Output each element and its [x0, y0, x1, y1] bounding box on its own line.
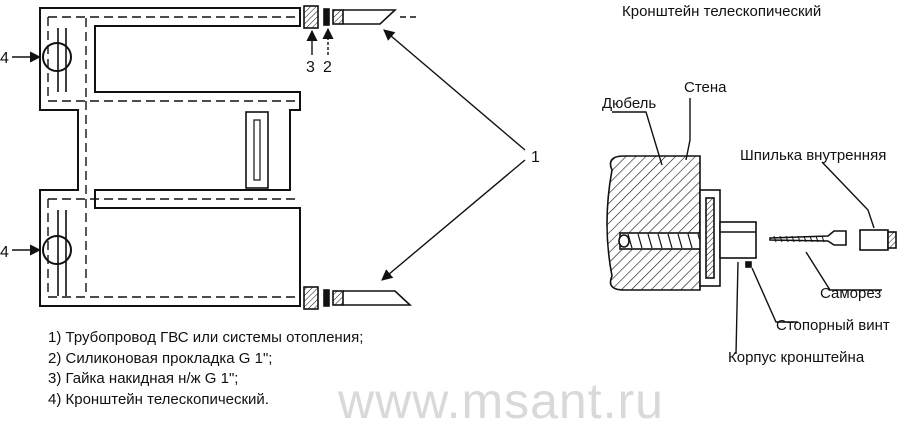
leader-screw [805, 251, 882, 291]
label-wall: Стена [684, 79, 727, 96]
wall-block [606, 155, 701, 291]
pipe-end-bottom [343, 290, 413, 306]
stud [859, 229, 889, 251]
diagram-canvas: 3 2 1 4 4 Кронштейн телескопический [0, 3, 897, 366]
pipe-centerline [47, 16, 300, 298]
bottom-fitting [303, 286, 413, 310]
label-body: Корпус кронштейна [728, 349, 865, 366]
bracket-flange-inner [705, 197, 715, 279]
towel-warmer-diagram [39, 7, 301, 307]
pipe-left-inner [57, 28, 67, 296]
leader-set-screw [751, 267, 798, 323]
callout-arrow-1-bottom [381, 159, 526, 281]
pipe-riser-inner-2 [253, 119, 261, 181]
label-dowel: Дюбель [602, 95, 656, 112]
callout-label-3: 3 [306, 59, 315, 76]
bracket-circle-top [42, 42, 72, 72]
callout-label-2: 2 [323, 59, 332, 76]
screw [769, 230, 847, 246]
thread-top [332, 9, 344, 25]
legend-item-4: 4) Кронштейн телескопический. [48, 390, 269, 408]
bracket-circle-bottom [42, 235, 72, 265]
legend-item-3: 3) Гайка накидная н/ж G 1"; [48, 370, 239, 387]
leader-dowel [612, 111, 663, 166]
gasket-top [323, 8, 330, 26]
callout-label-1: 1 [531, 149, 540, 166]
gasket-bottom [323, 289, 330, 307]
callout-label-4-bottom: 4 [0, 244, 9, 261]
bracket-leaders [612, 98, 882, 355]
pipe-outer-contour [39, 7, 301, 307]
dowel-tip [618, 234, 630, 248]
legend-item-2: 2) Силиконовая прокладка G 1"; [48, 349, 273, 367]
stud-head [887, 231, 897, 249]
callout-label-4-top: 4 [0, 50, 9, 67]
label-set-screw: Стопорный винт [776, 317, 890, 334]
label-screw: Саморез [820, 285, 881, 302]
leader-body [735, 261, 739, 355]
nut-top [303, 5, 319, 29]
legend: 1) Трубопровод ГВС или системы отопления… [48, 328, 363, 410]
leader-stud [821, 161, 875, 229]
label-stud: Шпилька внутренняя [740, 147, 886, 164]
pipe-end-top [343, 9, 398, 25]
dowel-ribs [627, 233, 703, 249]
legend-item-1: 1) Трубопровод ГВС или системы отопления… [48, 329, 364, 346]
bracket-body [719, 221, 757, 259]
bracket-diagram [606, 155, 897, 291]
screw-thread [773, 235, 825, 243]
pipe-riser-inner [245, 111, 269, 189]
nut-bottom [303, 286, 319, 310]
thread-bottom [332, 290, 344, 306]
callout-arrow-1-top [383, 29, 526, 151]
leader-wall [685, 98, 691, 161]
right-diagram-title: Кронштейн телескопический [622, 3, 821, 20]
set-screw [745, 261, 752, 268]
top-fitting [303, 5, 420, 29]
